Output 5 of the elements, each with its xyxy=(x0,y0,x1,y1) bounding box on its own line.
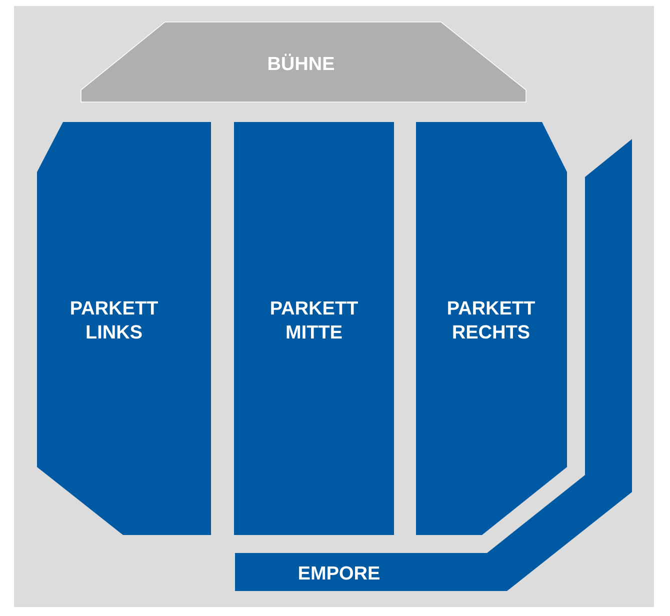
seating-block: PARKETT MITTE xyxy=(234,122,394,535)
seating-block: PARKETT LINKS xyxy=(37,122,211,535)
seating-block: PARKETT RECHTS xyxy=(416,122,567,535)
node-label: EMPORE xyxy=(299,566,380,580)
stage-area: BÜHNE xyxy=(80,22,526,102)
